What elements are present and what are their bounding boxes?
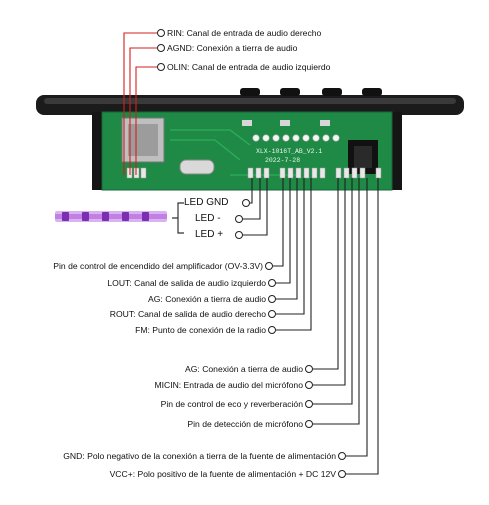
- pin-label-lout: LOUT: Canal de salida de audio izquierdo: [107, 278, 266, 288]
- line-amp: [273, 178, 284, 267]
- line-agnd: [129, 47, 157, 175]
- pin-marker-micin: [305, 381, 313, 389]
- pin-label-echo: Pin de control de eco y reverberación: [160, 399, 303, 409]
- line-gnd: [346, 178, 368, 457]
- pin-label-ag2: AG: Conexión a tierra de audio: [185, 364, 303, 374]
- pin-label-agnd: AGND: Conexión a tierra de audio: [167, 43, 298, 53]
- led-line-0: [250, 178, 253, 204]
- pin-label-vcc: VCC+: Polo positivo de la fuente de alim…: [109, 469, 336, 479]
- pin-marker-lout: [268, 279, 276, 287]
- led-plus-label: LED +: [195, 229, 224, 240]
- crystal-oscillator: [179, 159, 215, 175]
- pin-label-gnd: GND: Polo negativo de la conexión a tier…: [63, 451, 336, 461]
- connector-lines: [123, 32, 379, 475]
- silk-model: XLX-1016T_AB_V2.1: [256, 148, 322, 155]
- pin-label-ag1: AG: Conexión a tierra de audio: [148, 294, 266, 304]
- line-lout: [276, 178, 291, 284]
- line-olin: [135, 66, 157, 175]
- line-micdet: [313, 178, 360, 425]
- pin-marker-amp: [265, 262, 273, 270]
- pin-label-rout: ROUT: Canal de salida de audio derecho: [109, 309, 266, 319]
- led-marker-0: [242, 199, 250, 207]
- pin-label-amp: Pin de control de encendido del amplific…: [53, 261, 263, 271]
- line-micin: [313, 178, 346, 386]
- pin-label-fm: FM: Punto de conexión de la radio: [135, 325, 266, 335]
- pin-marker-gnd: [338, 452, 346, 460]
- led-marker-1: [235, 215, 243, 223]
- line-rout: [276, 178, 305, 315]
- pin-marker-fm: [268, 326, 276, 334]
- led-gnd-label: LED GND: [184, 197, 229, 208]
- led-line-1: [243, 178, 261, 220]
- line-echo: [313, 178, 353, 405]
- led-marker-2: [235, 231, 243, 239]
- pin-marker-ag2: [305, 365, 313, 373]
- led-minus-label: LED -: [195, 213, 221, 224]
- pin-label-rin: RIN: Canal de entrada de audio derecho: [167, 28, 322, 38]
- pin-marker-micdet: [305, 420, 313, 428]
- pin-label-micin: MICIN: Entrada de audio del micrófono: [154, 380, 303, 390]
- pin-marker-olin: [157, 63, 165, 71]
- pin-marker-echo: [305, 400, 313, 408]
- pin-marker-vcc: [338, 470, 346, 478]
- led-line-2: [243, 178, 268, 236]
- line-vcc: [346, 178, 379, 475]
- pin-marker-rin: [157, 29, 165, 37]
- led-strip: [55, 202, 184, 234]
- pin-marker-rout: [268, 310, 276, 318]
- pcb-board: XLX-1016T_AB_V2.1 2022-7-28: [101, 111, 393, 191]
- pin-label-micdet: Pin de detección de micrófono: [187, 419, 303, 429]
- front-panel: [36, 88, 464, 190]
- line-fm: [276, 178, 312, 331]
- pin-marker-agnd: [157, 44, 165, 52]
- line-ag1: [276, 178, 298, 300]
- silk-date: 2022-7-28: [265, 157, 300, 164]
- line-ag2: [313, 178, 339, 370]
- pin-label-olin: OLIN: Canal de entrada de audio izquierd…: [167, 62, 331, 72]
- pin-marker-ag1: [268, 295, 276, 303]
- line-rin: [123, 32, 157, 175]
